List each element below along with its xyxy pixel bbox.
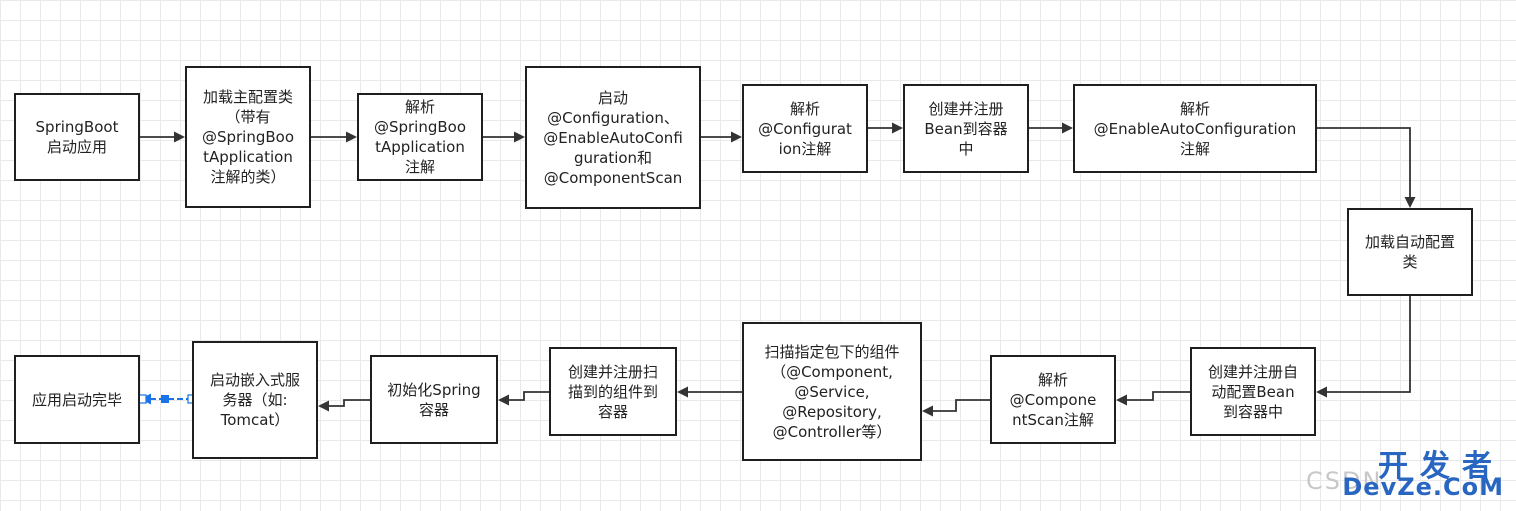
edge-n10-n11[interactable] [933, 399, 990, 412]
node-parse-configuration[interactable]: 解析 @Configurat ion注解 [742, 84, 868, 173]
node-label: 加载主配置类 （带有 @SpringBoo tApplication 注解的类） [201, 88, 295, 186]
edge-n8-n9-arrowhead [1316, 386, 1327, 398]
watermark-brand-en: DevZe.CoM [1342, 473, 1504, 501]
watermark: CSDN 开发者 DevZe.CoM [1306, 445, 1506, 505]
node-label: 创建并注册自 动配置Bean 到容器中 [1207, 362, 1298, 421]
node-parse-springbootapplication[interactable]: 解析 @SpringBoo tApplication 注解 [357, 93, 483, 181]
node-label: SpringBoot 启动应用 [35, 118, 119, 156]
node-parse-enableautoconfiguration[interactable]: 解析 @EnableAutoConfiguration 注解 [1073, 84, 1317, 173]
node-app-started[interactable]: 应用启动完毕 [14, 355, 140, 444]
edge-n8-n9[interactable] [1327, 296, 1411, 393]
node-label: 加载自动配置 类 [1364, 233, 1455, 271]
edge-n10-n11-arrowhead [922, 405, 933, 417]
edge-n6-n7-arrowhead [1062, 122, 1073, 134]
edge-n12-n13[interactable] [509, 391, 549, 401]
watermark-csdn: CSDN [1306, 467, 1383, 495]
edge-n13-n14[interactable] [329, 399, 370, 407]
node-load-main-config[interactable]: 加载主配置类 （带有 @SpringBoo tApplication 注解的类） [185, 66, 311, 208]
node-start-annotations[interactable]: 启动 @Configuration、 @EnableAutoConfi gura… [525, 66, 701, 209]
edge-n9-n10[interactable] [1127, 391, 1190, 401]
node-parse-componentscan[interactable]: 解析 @Compone ntScan注解 [990, 355, 1116, 444]
edge-n7-n8-arrowhead [1404, 197, 1416, 208]
node-label: 创建并注册 Bean到容器 中 [924, 99, 1008, 158]
edge-n13-n14-arrowhead [318, 400, 329, 412]
edge-n1-n2-arrowhead [174, 131, 185, 143]
edge-n4-n5-arrowhead [731, 131, 742, 143]
node-springboot-start[interactable]: SpringBoot 启动应用 [14, 93, 140, 181]
node-label: 解析 @Configurat ion注解 [758, 99, 852, 158]
edge-n11-n12-arrowhead [677, 386, 688, 398]
edge-n2-n3-arrowhead [346, 131, 357, 143]
node-label: 解析 @EnableAutoConfiguration 注解 [1093, 99, 1297, 158]
node-label: 解析 @SpringBoo tApplication 注解 [373, 98, 467, 176]
node-start-embedded-server[interactable]: 启动嵌入式服 务器（如: Tomcat） [192, 341, 318, 459]
node-label: 启动 @Configuration、 @EnableAutoConfi gura… [543, 88, 683, 187]
edge-n12-n13-arrowhead [498, 394, 509, 406]
node-register-scanned-components[interactable]: 创建并注册扫 描到的组件到 容器 [549, 347, 677, 436]
edge-n5-n6-arrowhead [892, 122, 903, 134]
node-label: 应用启动完毕 [31, 390, 122, 409]
node-scan-components[interactable]: 扫描指定包下的组件 （@Component, @Service, @Reposi… [742, 322, 922, 461]
node-label: 解析 @Compone ntScan注解 [1009, 370, 1097, 429]
node-label: 创建并注册扫 描到的组件到 容器 [567, 362, 658, 421]
edge-handle-mid[interactable] [161, 395, 169, 403]
node-label: 启动嵌入式服 务器（如: Tomcat） [209, 371, 300, 429]
watermark-brand-cn: 开发者 [1378, 449, 1504, 484]
node-label: 扫描指定包下的组件 （@Component, @Service, @Reposi… [764, 342, 900, 441]
node-register-bean[interactable]: 创建并注册 Bean到容器 中 [903, 84, 1029, 173]
node-label: 初始化Spring 容器 [387, 380, 481, 419]
node-register-autoconfig-bean[interactable]: 创建并注册自 动配置Bean 到容器中 [1190, 347, 1316, 436]
node-init-spring-container[interactable]: 初始化Spring 容器 [370, 355, 498, 444]
edge-n3-n4-arrowhead [514, 131, 525, 143]
edge-n9-n10-arrowhead [1116, 394, 1127, 406]
node-load-autoconfig-classes[interactable]: 加载自动配置 类 [1347, 208, 1473, 296]
edge-n7-n8[interactable] [1317, 127, 1411, 197]
